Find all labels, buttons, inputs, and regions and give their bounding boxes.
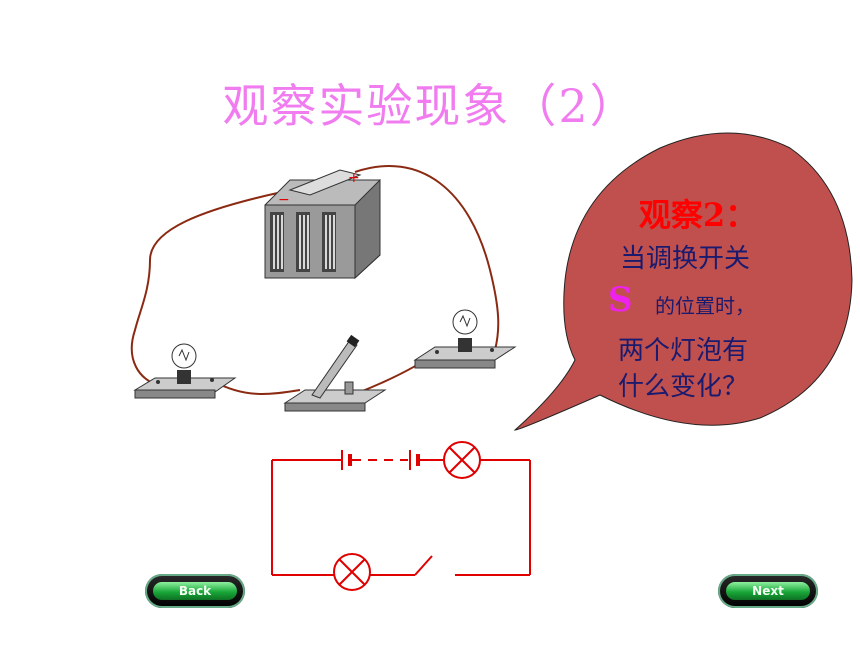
svg-text:−: − xyxy=(278,192,290,208)
connecting-wires xyxy=(130,165,500,395)
slide-title: 观察实验现象（2） xyxy=(222,79,638,133)
back-button[interactable]: Back xyxy=(145,574,245,608)
bubble-line-3: 两个灯泡有 xyxy=(618,336,749,366)
left-bulb-board xyxy=(133,343,237,399)
right-bulb-board xyxy=(413,309,517,369)
battery-pack: + − xyxy=(264,169,381,280)
next-button-label: Next xyxy=(726,582,810,600)
switch-symbol-s: S xyxy=(608,280,633,320)
back-button-label: Back xyxy=(153,582,237,600)
next-button[interactable]: Next xyxy=(718,574,818,608)
bubble-heading: 观察2： xyxy=(638,196,758,234)
bubble-line-4: 什么变化？ xyxy=(618,372,749,402)
switch-board xyxy=(283,334,387,412)
bubble-line-2: 的位置时， xyxy=(655,294,755,318)
speech-bubble xyxy=(513,132,853,431)
svg-text:+: + xyxy=(348,170,360,186)
bubble-line-1: 当调换开关 xyxy=(620,244,751,274)
circuit-schematic xyxy=(271,441,531,591)
